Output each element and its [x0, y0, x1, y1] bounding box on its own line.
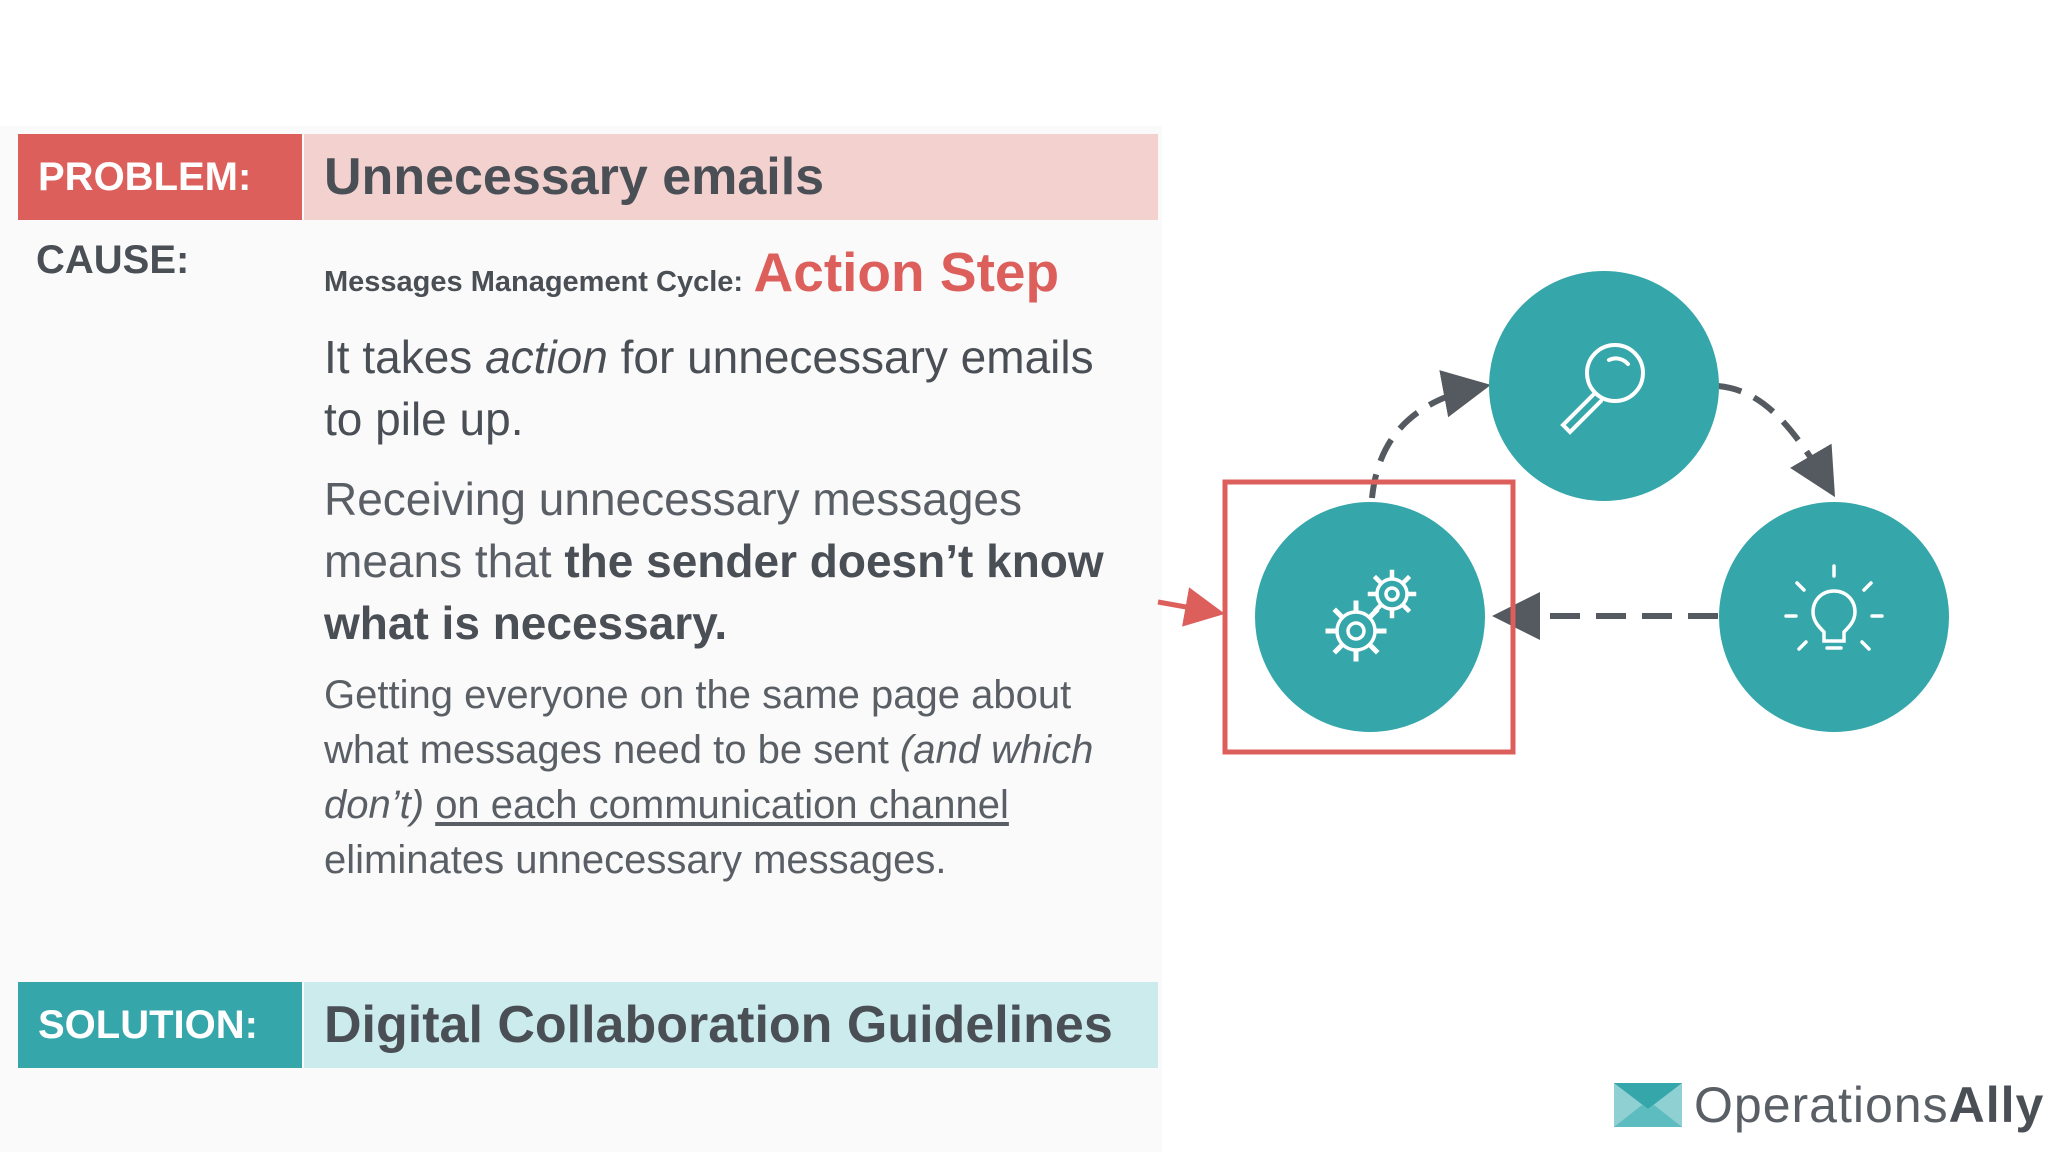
cycle-step: Action Step	[753, 241, 1060, 303]
arrow-review-to-insight	[1717, 383, 1836, 498]
para1-text-1: It takes	[324, 331, 486, 383]
problem-title: Unnecessary emails	[304, 134, 1158, 220]
arrow-action-to-review	[1369, 370, 1491, 499]
cycle-diagram	[1157, 271, 1949, 755]
cause-paragraph-3: Getting everyone on the same page about …	[324, 668, 1144, 888]
para1-emphasis: action	[485, 331, 608, 383]
para3-underline: on each communication channel	[435, 783, 1009, 827]
para3-text-1: Getting everyone on the same page about …	[324, 673, 1072, 772]
highlight-box	[1222, 479, 1516, 755]
cycle-line: Messages Management Cycle: Action Step	[324, 240, 1059, 304]
operations-ally-logo: OperationsAlly	[1614, 1077, 2044, 1133]
content-panel	[0, 126, 1162, 1152]
cause-paragraph-1: It takes action for unnecessary emails t…	[324, 326, 1144, 450]
review-node	[1489, 271, 1719, 501]
para3-text-2: eliminates unnecessary messages.	[324, 838, 947, 882]
para1-text-2: for unnecessary emails to pile up.	[324, 331, 1094, 445]
para2-text: Receiving unnecessary messages means tha…	[324, 473, 1023, 587]
insight-node	[1719, 502, 1949, 732]
envelope-logo-icon	[1614, 1083, 1682, 1127]
magnifier-icon	[1560, 343, 1645, 435]
logo-text-part2: Ally	[1948, 1077, 2045, 1133]
solution-label: SOLUTION:	[18, 982, 302, 1068]
gears-icon	[1325, 569, 1417, 662]
logo-text-part1: Operations	[1694, 1077, 1949, 1133]
problem-label: PROBLEM:	[18, 134, 302, 220]
logo-text: OperationsAlly	[1694, 1076, 2044, 1134]
lightbulb-icon	[1784, 564, 1884, 651]
entry-arrow	[1157, 587, 1225, 627]
para3-italic: (and which don’t)	[324, 728, 1094, 827]
cause-label: CAUSE:	[36, 238, 190, 282]
cycle-prefix: Messages Management Cycle:	[324, 266, 744, 298]
solution-title: Digital Collaboration Guidelines	[304, 982, 1158, 1068]
cause-paragraph-2: Receiving unnecessary messages means tha…	[324, 468, 1144, 654]
para2-bold: the sender doesn’t know what is necessar…	[324, 535, 1104, 649]
